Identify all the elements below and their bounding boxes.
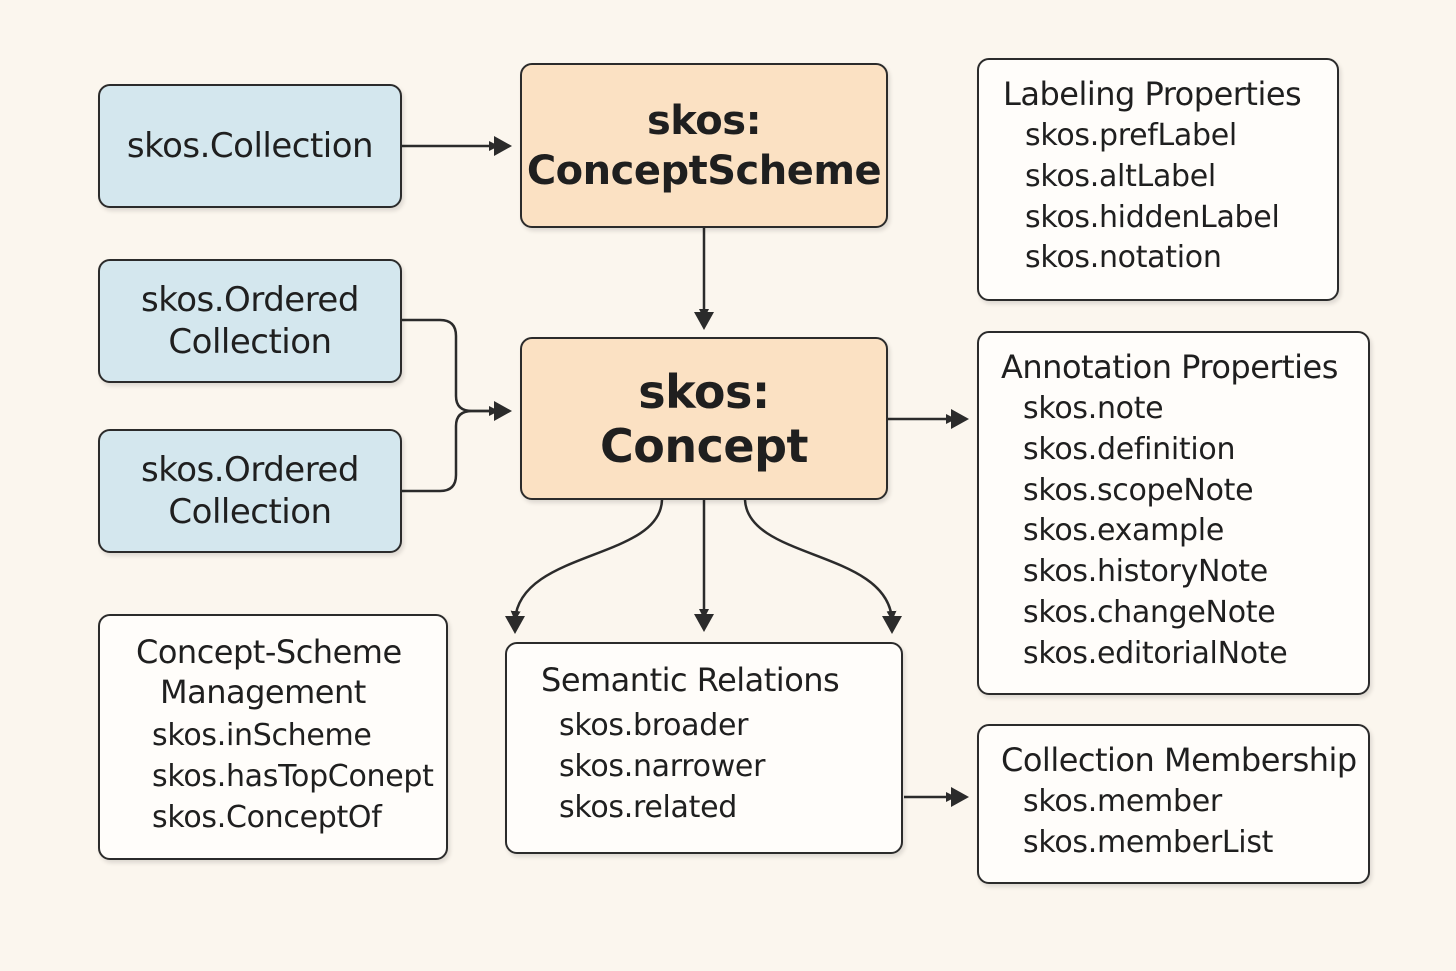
annotation-item: skos.changeNote bbox=[1023, 594, 1276, 630]
annotation-item: skos.example bbox=[1023, 513, 1224, 549]
concept-scheme-node: skos: ConceptScheme bbox=[520, 63, 888, 228]
annotation-item: skos.note bbox=[1023, 391, 1164, 426]
collection-membership-title: Collection Membership bbox=[1001, 741, 1357, 779]
labeling-item: skos.hiddenLabel bbox=[1025, 199, 1280, 235]
collection-membership-list: skos.member skos.memberList bbox=[1001, 782, 1368, 864]
edge-concept-to-semantic-right bbox=[743, 499, 897, 621]
concept-scheme-line2: ConceptScheme bbox=[526, 147, 882, 194]
semantic-relations-list: skos.broader skos.narrower skos.related bbox=[541, 706, 901, 828]
annotation-item: skos.definition bbox=[1023, 431, 1236, 467]
concept-scheme-management-title: Concept-Scheme Management bbox=[130, 632, 446, 712]
semantic-relation-item: skos.narrower bbox=[559, 748, 766, 784]
semantic-relation-item: skos.related bbox=[559, 789, 737, 825]
edge-ordered-collection-1-to-concept bbox=[402, 318, 499, 416]
arrowhead-semantic-left bbox=[505, 616, 525, 634]
membership-item: skos.memberList bbox=[1023, 824, 1274, 860]
cs-management-item: skos.ConceptOf bbox=[152, 799, 382, 835]
labeling-item: skos.notation bbox=[1025, 240, 1222, 276]
ordered-collection-2-line2: Collection bbox=[168, 492, 332, 532]
concept-line1: skos: bbox=[638, 364, 770, 419]
arrowhead-annotation bbox=[951, 409, 969, 429]
labeling-properties-title: Labeling Properties bbox=[1003, 75, 1302, 113]
arrowhead-ordered bbox=[494, 401, 512, 421]
arrowhead-semantic-middle bbox=[694, 614, 714, 632]
arrowhead-conceptscheme bbox=[694, 312, 714, 330]
concept-scheme-management-list: skos.inScheme skos.hasTopConept skos.Con… bbox=[130, 716, 446, 838]
annotation-properties-box: Annotation Properties skos.note skos.def… bbox=[977, 331, 1370, 695]
annotation-item: skos.historyNote bbox=[1023, 554, 1268, 590]
cs-management-item: skos.inScheme bbox=[152, 718, 372, 753]
edge-concept-to-semantic-left bbox=[510, 499, 664, 621]
collection-membership-box: Collection Membership skos.member skos.m… bbox=[977, 724, 1370, 884]
ordered-collection-1-line1: skos.Ordered bbox=[141, 280, 359, 320]
semantic-relations-title: Semantic Relations bbox=[541, 661, 840, 699]
labeling-properties-box: Labeling Properties skos.prefLabel skos.… bbox=[977, 58, 1339, 301]
arrowhead-collection bbox=[494, 136, 512, 156]
labeling-item: skos.prefLabel bbox=[1025, 118, 1237, 153]
collection-label: skos.Collection bbox=[126, 126, 374, 166]
concept-node: skos: Concept bbox=[520, 337, 888, 500]
arrowhead-membership bbox=[951, 787, 969, 807]
labeling-properties-list: skos.prefLabel skos.altLabel skos.hidden… bbox=[1003, 116, 1337, 279]
annotation-properties-list: skos.note skos.definition skos.scopeNote… bbox=[1001, 389, 1368, 675]
membership-item: skos.member bbox=[1023, 784, 1222, 819]
concept-line2: Concept bbox=[600, 418, 809, 473]
annotation-item: skos.editorialNote bbox=[1023, 635, 1288, 671]
labeling-item: skos.altLabel bbox=[1025, 158, 1216, 194]
cs-management-item: skos.hasTopConept bbox=[152, 758, 434, 794]
arrowhead-semantic-right bbox=[882, 616, 902, 634]
semantic-relations-box: Semantic Relations skos.broader skos.nar… bbox=[505, 642, 903, 854]
semantic-relation-item: skos.broader bbox=[559, 708, 749, 743]
collection-node: skos.Collection bbox=[98, 84, 402, 208]
concept-scheme-management-box: Concept-Scheme Management skos.inScheme … bbox=[98, 614, 448, 860]
ordered-collection-2-line1: skos.Ordered bbox=[141, 450, 359, 490]
ordered-collection-node-2: skos.Ordered Collection bbox=[98, 429, 402, 553]
cs-management-title-line2: Management bbox=[160, 673, 366, 711]
ordered-collection-node-1: skos.Ordered Collection bbox=[98, 259, 402, 383]
annotation-item: skos.scopeNote bbox=[1023, 472, 1254, 508]
edge-ordered-collection-2-to-concept bbox=[402, 409, 498, 493]
ordered-collection-1-line2: Collection bbox=[168, 322, 332, 362]
annotation-properties-title: Annotation Properties bbox=[1001, 348, 1338, 386]
concept-scheme-line1: skos: bbox=[646, 97, 762, 144]
cs-management-title-line1: Concept-Scheme bbox=[136, 633, 402, 671]
